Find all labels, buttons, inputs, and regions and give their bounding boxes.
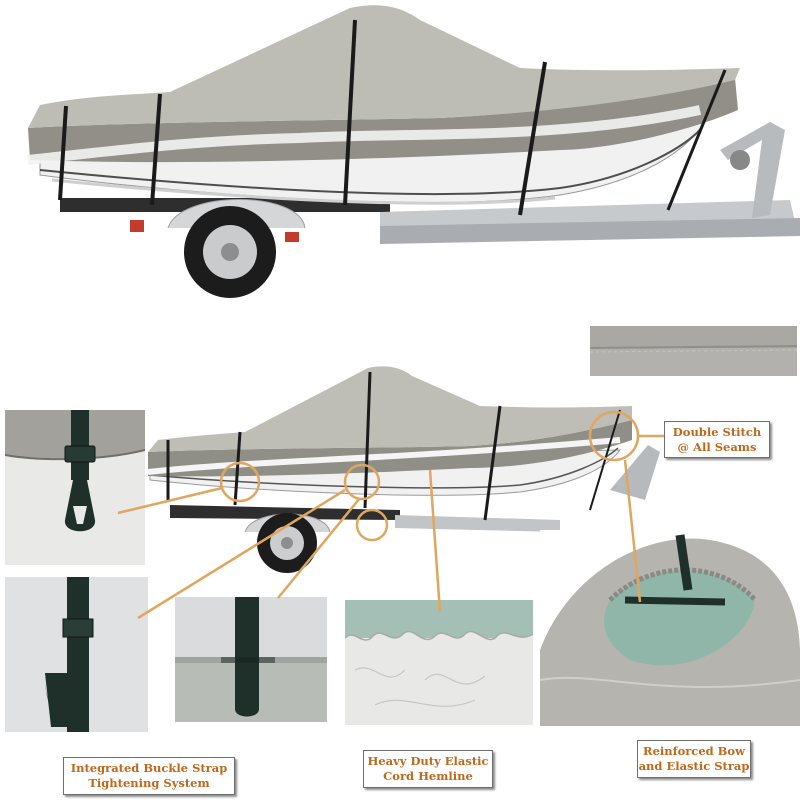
elastic-hem-photo [345, 600, 533, 725]
bow-strap-label: Reinforced Bow and Elastic Strap [637, 740, 751, 778]
buckle-strap-label: Integrated Buckle Strap Tightening Syste… [63, 757, 235, 795]
bow-strap-line2: and Elastic Strap [638, 759, 750, 773]
buckle-strap-line1: Integrated Buckle Strap [70, 761, 228, 775]
strap-photo [5, 577, 148, 732]
strap-hull-photo [175, 597, 327, 722]
main-boat-illustration [27, 5, 800, 298]
elastic-hem-line2: Cord Hemline [383, 769, 473, 783]
buckle-strap-photo [5, 410, 145, 565]
bow-cover-photo [540, 530, 800, 726]
fabric-stitch-photo [590, 326, 797, 376]
elastic-hem-label: Heavy Duty Elastic Cord Hemline [363, 750, 493, 788]
bow-strap-line1: Reinforced Bow [643, 744, 745, 758]
double-stitch-line1: Double Stitch [672, 424, 762, 439]
buckle-strap-line2: Tightening System [88, 776, 210, 790]
double-stitch-label: Double Stitch @ All Seams [664, 421, 770, 458]
elastic-hem-line1: Heavy Duty Elastic [367, 754, 489, 768]
double-stitch-line2: @ All Seams [677, 439, 757, 454]
